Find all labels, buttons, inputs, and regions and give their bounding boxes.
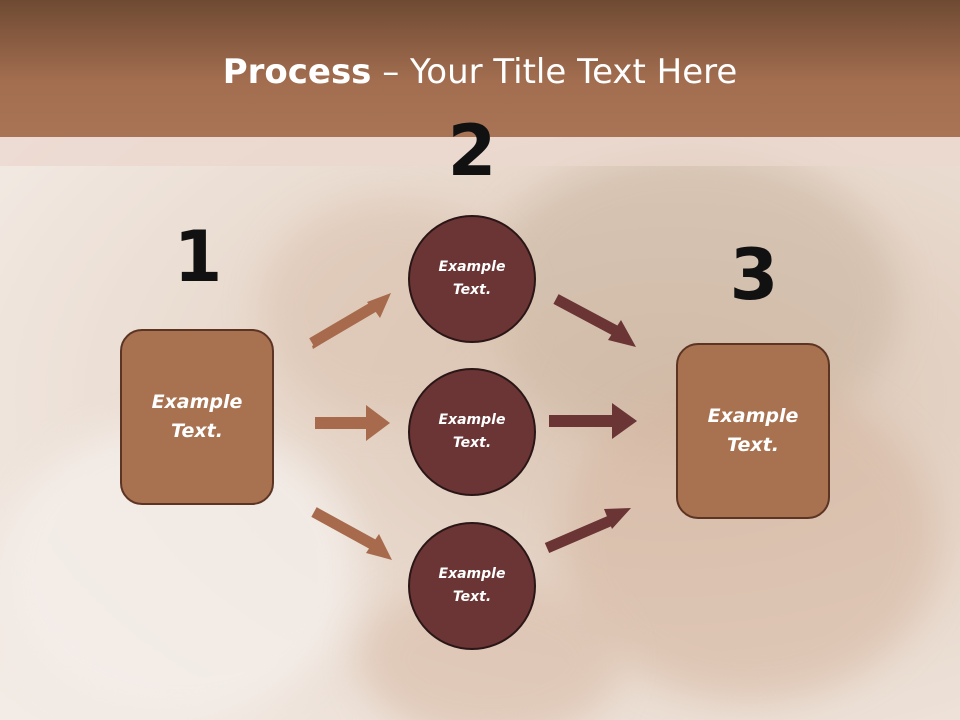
title-bold: Process	[222, 52, 372, 92]
step-number-2: 2	[447, 110, 497, 192]
step-number-1: 1	[173, 216, 223, 298]
right-box-line1: Example	[707, 405, 799, 427]
circle-middle-line1: Example	[438, 412, 506, 428]
right-box-line2: Text.	[727, 434, 779, 456]
left-box-line2: Text.	[171, 420, 223, 442]
circle-top-line2: Text.	[452, 282, 492, 298]
title-strip	[0, 137, 960, 166]
circle-middle-line2: Text.	[452, 435, 492, 451]
arrow-to-middle-circle	[315, 405, 390, 441]
title-bar	[0, 0, 960, 137]
title-rest: – Your Title Text Here	[371, 52, 738, 92]
arrow-to-bottom-circle	[311, 507, 392, 560]
circle-bottom-line2: Text.	[452, 589, 492, 605]
arrow-from-middle-circle	[549, 403, 637, 439]
arrow-from-top-circle	[553, 294, 636, 347]
step-number-3: 3	[729, 234, 779, 316]
left-box-line1: Example	[151, 391, 243, 413]
slide-title: Process – Your Title Text Here	[0, 52, 960, 92]
arrow-to-top-circle	[309, 293, 391, 349]
arrow-from-bottom-circle	[544, 508, 631, 554]
circle-bottom-line1: Example	[438, 566, 506, 582]
circle-top-line1: Example	[438, 259, 506, 275]
